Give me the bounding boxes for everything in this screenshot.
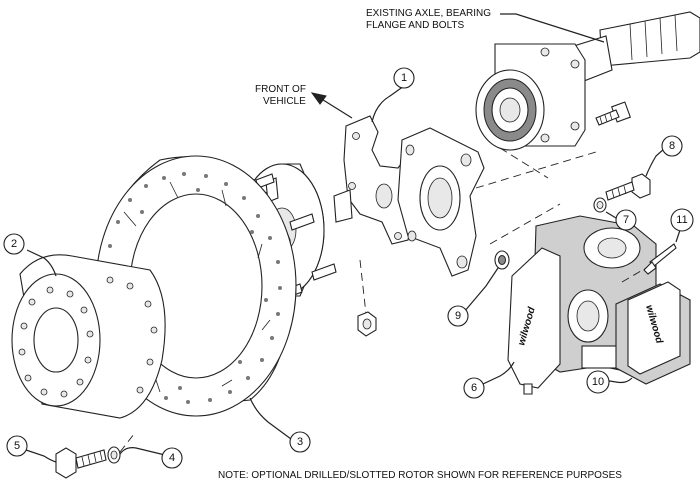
callout-number: 9 (455, 310, 461, 322)
wheel-stud (311, 263, 337, 281)
reference-note: NOTE: OPTIONAL DRILLED/SLOTTED ROTOR SHO… (218, 470, 622, 481)
rotor-slots (111, 181, 271, 393)
callout-number: 3 (297, 436, 303, 448)
callout-number: 5 (14, 440, 20, 452)
existing-axle-line1: EXISTING AXLE, BEARING (366, 8, 491, 19)
hat-part-2 (11, 254, 166, 419)
callout-number: 8 (669, 140, 675, 152)
callout-1: 1 (393, 67, 415, 89)
callout-2: 2 (3, 233, 25, 255)
callout-10: 10 (586, 370, 610, 394)
callout-6: 6 (463, 377, 485, 399)
callout-number: 11 (676, 214, 687, 226)
front-label-line2: VEHICLE (263, 96, 306, 107)
callout-number: 10 (592, 376, 604, 388)
brake-pads-part-10: wilwood (615, 281, 691, 385)
washer-part-4 (107, 446, 121, 464)
callout-8: 8 (661, 135, 683, 157)
callout-3: 3 (289, 431, 311, 453)
wheel-stud (289, 213, 315, 231)
callout-leaders (25, 85, 681, 463)
callout-7: 7 (615, 209, 637, 231)
callout-number: 4 (169, 452, 175, 464)
bearing-bolt (595, 101, 632, 126)
bolt-part-5 (55, 447, 107, 479)
mounting-bracket (397, 127, 485, 277)
bolt-part-8 (605, 173, 651, 201)
arrow-head-icon (310, 92, 327, 105)
front-of-vehicle-indicator: FRONT OF VEHICLE (255, 84, 353, 119)
existing-axle-line2: FLANGE AND BOLTS (366, 20, 465, 31)
callout-9: 9 (447, 305, 469, 327)
callout-number: 6 (471, 382, 477, 394)
callout-number: 1 (401, 72, 407, 84)
callout-11: 11 (670, 208, 694, 232)
washer-part-7 (593, 197, 607, 213)
axle-centerline (333, 147, 597, 315)
existing-axle-assembly (475, 11, 700, 151)
cotter-pin-part-11 (621, 243, 677, 283)
callout-4: 4 (161, 447, 183, 469)
washer-part-9 (494, 250, 510, 270)
hat-bolt-holes (18, 276, 158, 398)
lug-nut (357, 311, 377, 337)
callout-number: 2 (11, 238, 17, 250)
callout-number: 7 (623, 214, 629, 226)
front-label-line1: FRONT OF (255, 84, 306, 95)
callout-5: 5 (6, 435, 28, 457)
existing-axle-label: EXISTING AXLE, BEARING FLANGE AND BOLTS (366, 8, 605, 43)
bolt-centerline (119, 433, 135, 453)
